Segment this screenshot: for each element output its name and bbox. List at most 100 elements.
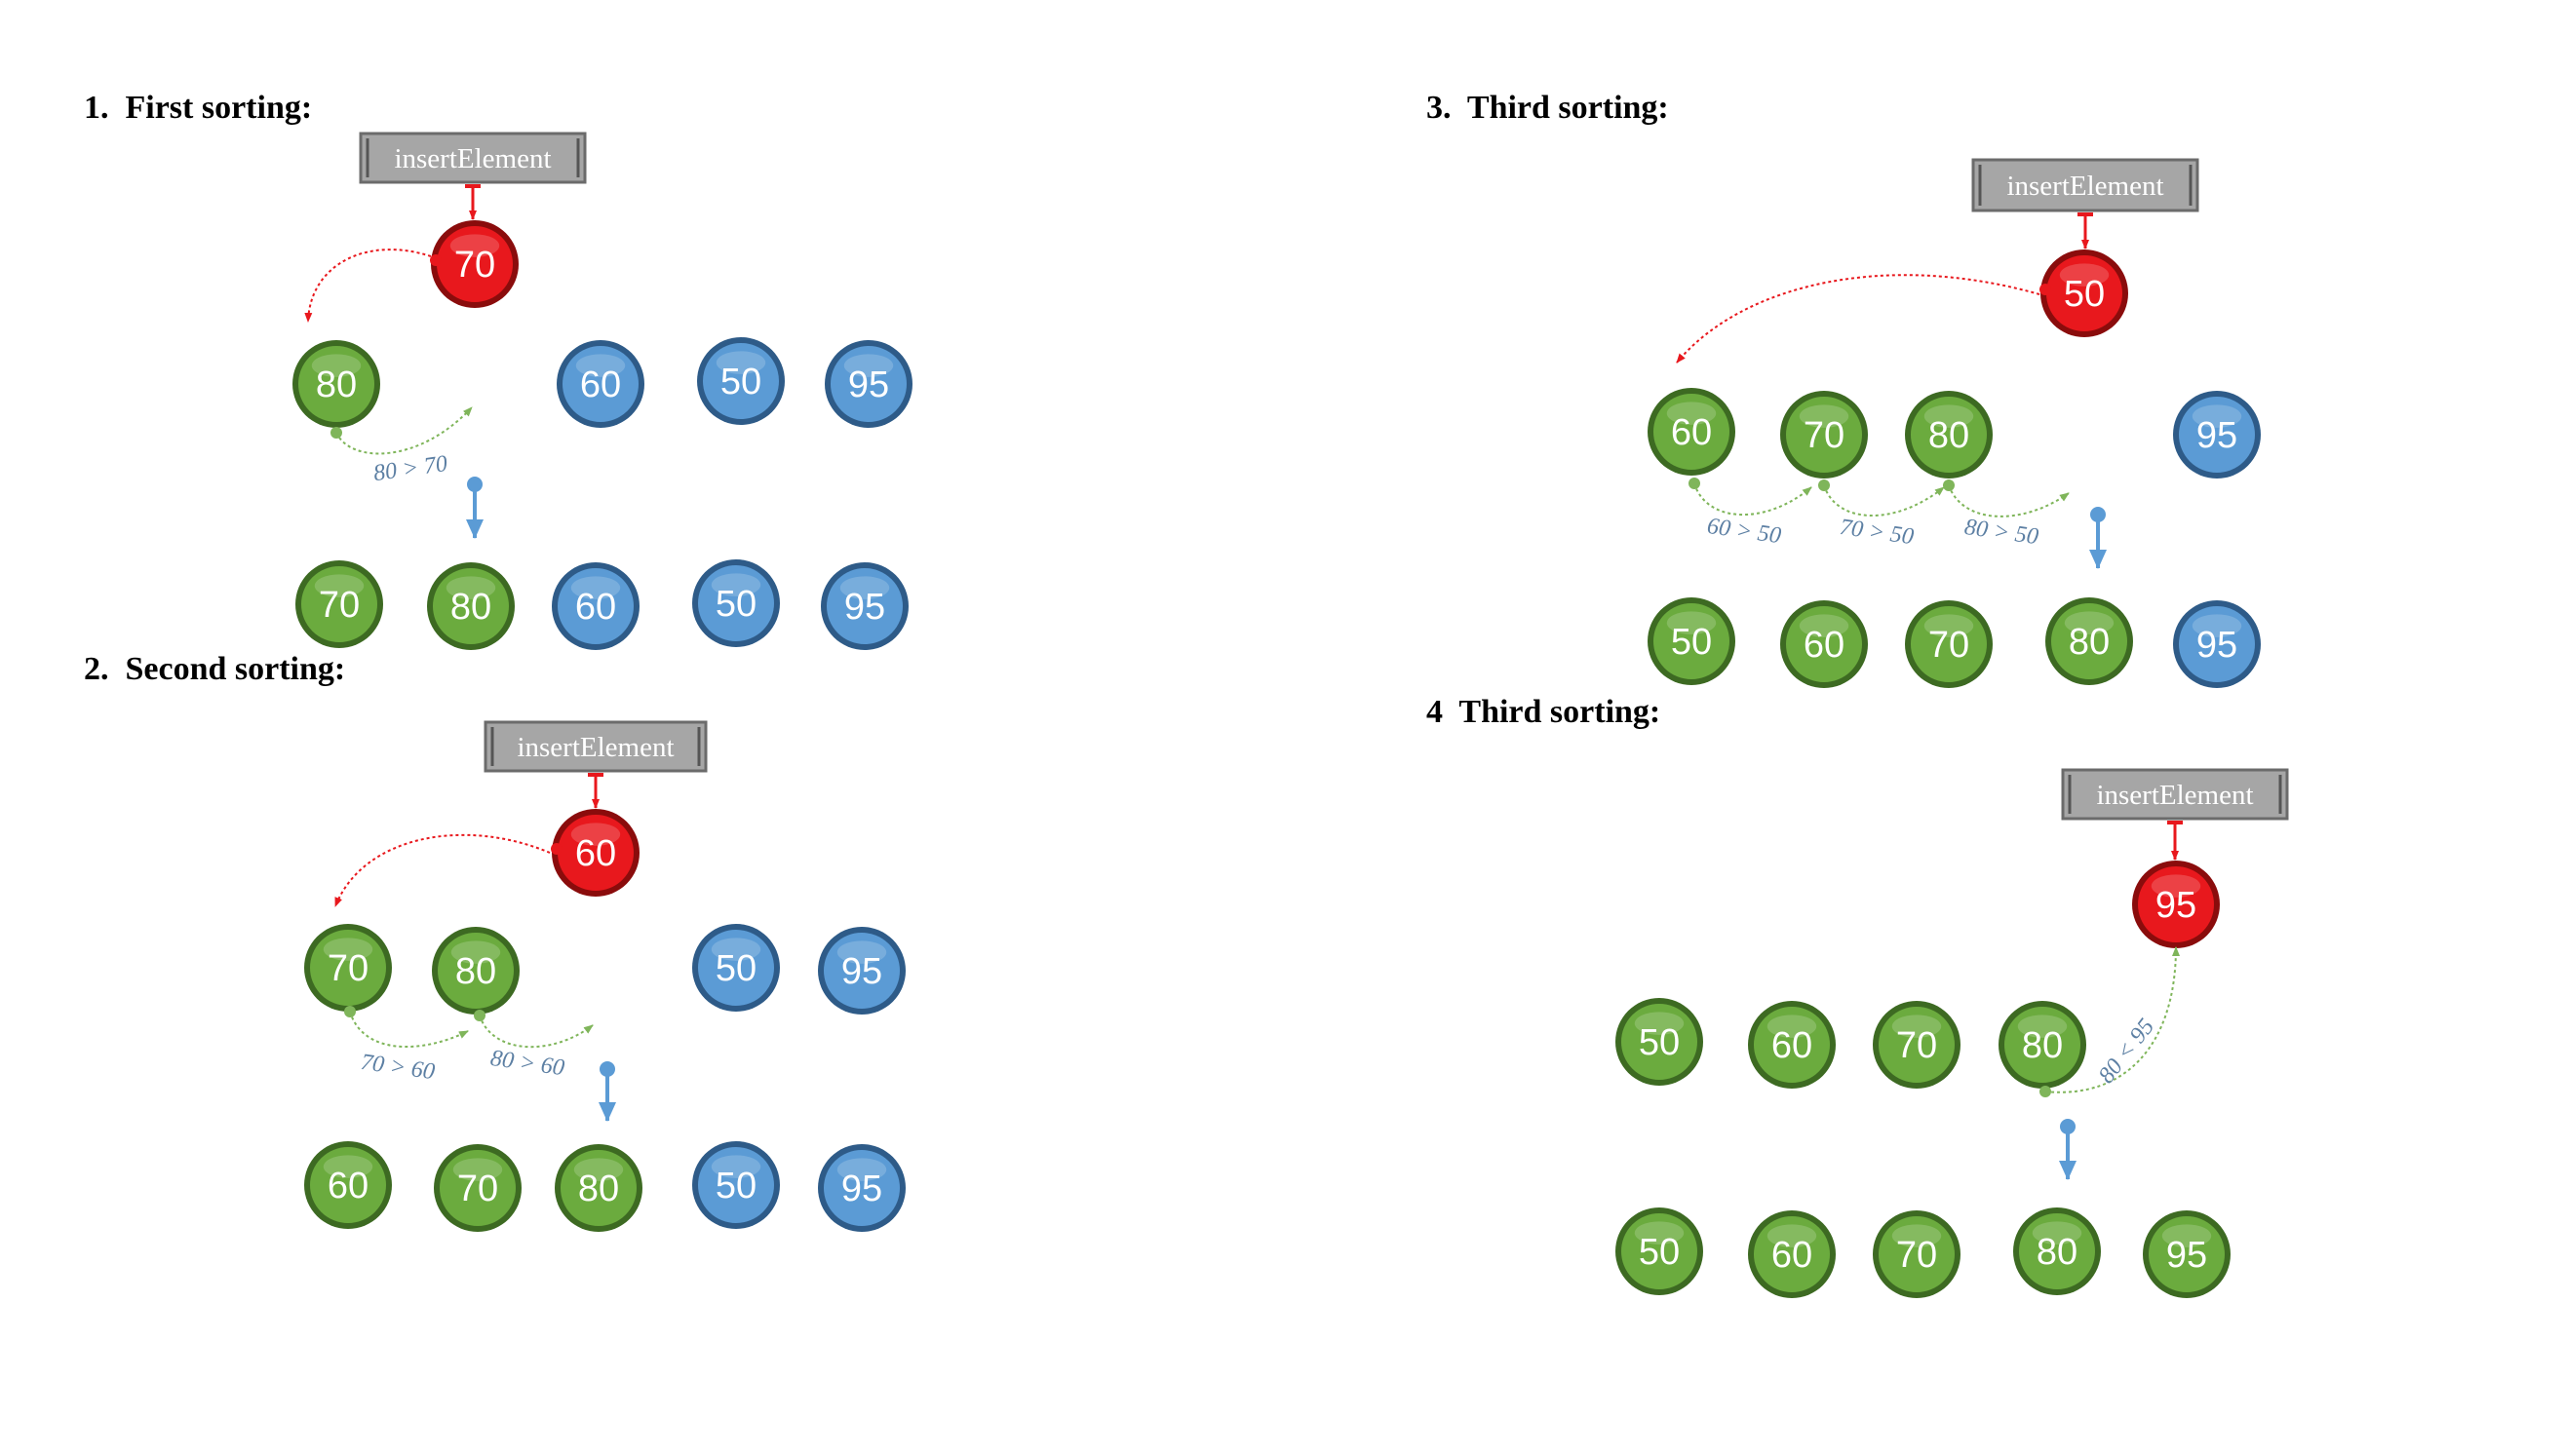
panel-4-before-ball-3: 70 — [1873, 1001, 1960, 1089]
panel-4-after-ball-1-highlight — [1634, 1221, 1685, 1245]
panel-1-after-ball-2-value: 80 — [450, 587, 491, 628]
panel-3-after-ball-2-value: 60 — [1804, 625, 1844, 666]
panel-2-before-ball-5-body — [822, 931, 902, 1011]
panel-2-compare-dot-1 — [344, 1006, 356, 1017]
panel-2-after-ball-4: 50 — [692, 1141, 780, 1229]
panel-1-before-ball-5-body — [829, 344, 909, 424]
panel-1-heading-number: 1. — [84, 90, 109, 126]
panel-4-after-ball-4-value: 80 — [2037, 1232, 2077, 1273]
panel-4-insert-element-box: insertElement — [2061, 768, 2289, 821]
panel-4-after-ball-2: 60 — [1748, 1210, 1836, 1298]
panel-3-before-ball-1: 60 — [1648, 388, 1735, 476]
panel-4-after-ball-1: 50 — [1615, 1207, 1703, 1295]
panel-4-before-ball-1-value: 50 — [1639, 1022, 1680, 1063]
panel-1-insert-ball-highlight — [449, 234, 500, 257]
panel-3-before-ball-1-value: 60 — [1671, 412, 1712, 453]
panel-1-before-ball-4: 50 — [697, 337, 785, 425]
panel-1-before-ball-4-body — [701, 341, 781, 421]
panel-4-after-ball-3-body — [1877, 1214, 1957, 1294]
panel-2-before-ball-5: 95 — [818, 927, 906, 1015]
panel-2-after-ball-3-body — [559, 1148, 639, 1228]
panel-4-before-ball-2: 60 — [1748, 1001, 1836, 1089]
panel-3-after-ball-3-highlight — [1923, 614, 1974, 637]
panel-1-insert-ball: 70 — [431, 220, 519, 308]
panel-2-insert-ball: 60 — [552, 809, 640, 897]
panel-4-before-ball-2-highlight — [1766, 1015, 1817, 1038]
panel-1-before-ball-4-highlight — [716, 351, 766, 374]
panel-4-before-ball-1-highlight — [1634, 1012, 1685, 1035]
panel-1-after-ball-3-highlight — [570, 576, 621, 599]
panel-3-before-ball-5-highlight — [2192, 404, 2242, 428]
panel-2-before-ball-4-body — [696, 928, 776, 1008]
panel-2-after-ball-4-body — [696, 1145, 776, 1225]
panel-4-before-ball-3-highlight — [1891, 1015, 1942, 1038]
panel-1-insert-element-box-frame — [359, 132, 587, 184]
panel-3-insert-path-dot — [2039, 284, 2051, 295]
panel-4-before-ball-1: 50 — [1615, 998, 1703, 1086]
panel-2-after-ball-1-value: 60 — [328, 1166, 369, 1207]
panel-1-compare-arc-1 — [335, 406, 473, 455]
panel-4-insert-ball-highlight — [2151, 874, 2201, 898]
panel-4-compare-dot-1 — [2039, 1086, 2051, 1097]
panel-3-before-ball-3-highlight — [1923, 404, 1974, 428]
panel-4-heading-text: Third sorting: — [1458, 694, 1661, 730]
panel-3-after-ball-5: 95 — [2173, 600, 2261, 688]
panel-4-after-ball-5: 95 — [2143, 1210, 2231, 1298]
panel-1-after-ball-1-value: 70 — [319, 585, 360, 626]
panel-2-after-ball-3-highlight — [573, 1158, 624, 1181]
panel-2-after-ball-5-body — [822, 1148, 902, 1228]
panel-1-after-ball-2-body — [431, 566, 511, 646]
panel-3-before-ball-1-highlight — [1666, 402, 1717, 425]
panel-1-after-ball-2: 80 — [427, 562, 515, 650]
panel-2-after-ball-2: 70 — [434, 1144, 522, 1232]
panel-3-after-ball-3: 70 — [1905, 600, 1993, 688]
panel-3-insert-element-box: insertElement — [1971, 158, 2199, 212]
panel-3-after-ball-2-body — [1784, 604, 1864, 684]
panel-2-after-ball-2-highlight — [452, 1158, 503, 1181]
panel-2-heading: 2. Second sorting: — [84, 651, 345, 688]
panel-3-after-ball-4: 80 — [2045, 597, 2133, 685]
panel-4-insert-element-box-label: insertElement — [2096, 780, 2253, 811]
panel-3-compare-label-2: 70 > 50 — [1838, 515, 1915, 550]
panel-1-after-ball-5: 95 — [821, 562, 909, 650]
panel-2-insert-element-box-frame — [484, 720, 708, 773]
panel-3-before-ball-2-value: 70 — [1804, 415, 1844, 456]
panel-2-insert-ball-highlight — [570, 823, 621, 846]
panel-4-before-ball-1-body — [1619, 1002, 1699, 1082]
panel-3-insert-element-box-frame — [1971, 158, 2199, 212]
panel-3-compare-dot-1 — [1689, 478, 1700, 489]
panel-3-after-ball-4-body — [2049, 601, 2129, 681]
panel-4-insert-ball-value: 95 — [2155, 885, 2196, 926]
panel-3-heading-number: 3. — [1426, 90, 1452, 126]
panel-4-before-ball-3-value: 70 — [1896, 1025, 1937, 1066]
panel-1-before-ball-5-highlight — [843, 354, 894, 377]
panel-2-insert-path-dot — [551, 843, 563, 855]
panel-2-compare-dot-2 — [474, 1010, 485, 1021]
panel-3-compare-dot-2 — [1818, 479, 1830, 491]
panel-3-after-ball-1-highlight — [1666, 611, 1717, 634]
panel-3-after-ball-1-body — [1651, 601, 1731, 681]
panel-2-before-ball-2-body — [436, 931, 516, 1011]
panel-2-compare-arc-2 — [479, 1015, 594, 1049]
panel-4-before-ball-2-body — [1752, 1005, 1832, 1085]
panel-2-insert-ball-value: 60 — [575, 833, 616, 874]
panel-1-compare-dot-1 — [330, 427, 342, 439]
panel-1-after-ball-5-body — [825, 566, 905, 646]
panel-3-after-ball-2: 60 — [1780, 600, 1868, 688]
panel-2-heading-number: 2. — [84, 651, 109, 687]
panel-3-insert-ball-value: 50 — [2064, 274, 2105, 315]
panel-2-after-ball-3-value: 80 — [578, 1169, 619, 1209]
panel-3-after-ball-4-value: 80 — [2069, 622, 2110, 663]
panel-1-compare-label-1: 80 > 70 — [371, 451, 448, 486]
panel-3-after-ball-4-highlight — [2064, 611, 2115, 634]
panel-2-before-ball-2-value: 80 — [455, 951, 496, 992]
panel-1-after-ball-5-highlight — [839, 576, 890, 599]
panel-1-after-ball-4-body — [696, 563, 776, 643]
panel-2-before-ball-4: 50 — [692, 924, 780, 1012]
panel-2-compare-arc-1 — [349, 1011, 469, 1048]
panel-4-compare-label-1: 80 < 95 — [2094, 1015, 2159, 1089]
panel-1-insert-path — [304, 249, 432, 323]
